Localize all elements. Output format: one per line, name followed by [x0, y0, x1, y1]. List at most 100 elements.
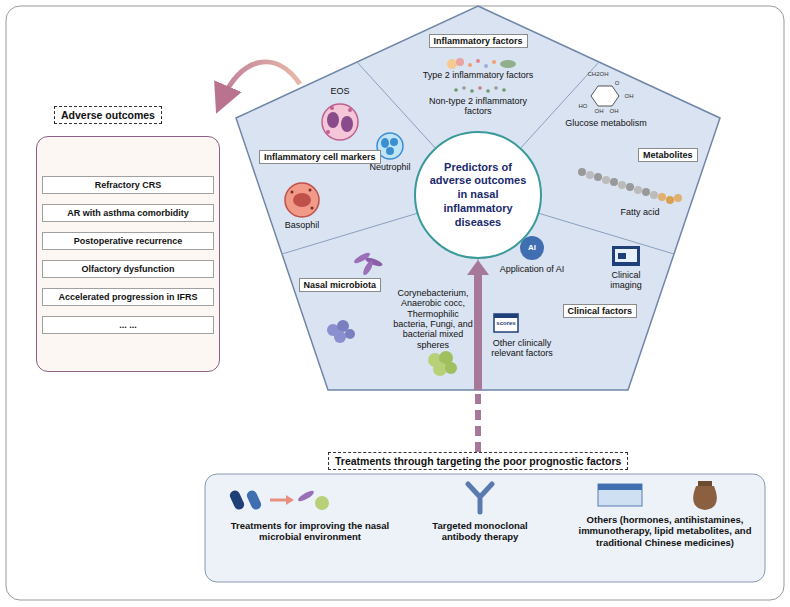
microbe-icons: [433, 362, 447, 376]
medicine-icons: [598, 484, 642, 490]
medicine-icons: [698, 481, 712, 486]
outcome-item: Accelerated progression in IFRS: [42, 288, 214, 306]
treatment-text: Others (hormones, antihistamines, immuno…: [570, 514, 760, 548]
neutrophil-icon: [377, 133, 403, 159]
treatment-text: Treatments for improving the nasal micro…: [225, 520, 395, 543]
outcome-item: AR with asthma comorbidity: [42, 204, 214, 222]
pill-icons: [315, 496, 329, 510]
neutrophil-icon: [377, 133, 403, 159]
fatty-acid-chain: [594, 173, 602, 181]
antibody-icon: [468, 484, 492, 512]
nontype2-factor-dots: [454, 88, 458, 92]
text-label: Other clinically relevant factors: [482, 338, 562, 359]
outcome-item: Olfactory dysfunction: [42, 260, 214, 278]
clinical-imaging-icon: [615, 249, 637, 262]
section-label-box: Nasal microbiota: [299, 278, 382, 292]
treatment-group: Treatments through targeting the poor pr…: [205, 452, 765, 582]
panel-frame: [36, 136, 220, 372]
basophil-icon: [285, 183, 319, 217]
section-label-box: Inflammatory cell markers: [259, 150, 381, 164]
treatment-panel: [205, 474, 765, 582]
section-text: Inflammatory factors: [434, 36, 523, 46]
nontype2-factor-dots: [478, 86, 482, 90]
section-text: Nasal microbiota: [304, 280, 377, 290]
fatty-acid-chain: [634, 186, 642, 194]
clinical-imaging-icon: [612, 246, 640, 266]
eos-icon: [348, 108, 352, 112]
text-label: CH2OH: [583, 71, 613, 78]
microbe-icons: [345, 329, 355, 339]
fatty-acid-chain: [626, 183, 634, 191]
center-circle: Predictors of adverse outcomes in nasal …: [414, 131, 542, 259]
text-label: O: [612, 80, 622, 87]
text-label: Corynebacterium, Anaerobic cocc, Thermop…: [393, 288, 473, 350]
nontype2-factor-dots: [486, 89, 490, 93]
text-label: EOS: [320, 86, 360, 96]
fatty-acid-chain: [578, 168, 586, 176]
section-label-box: Metabolites: [638, 148, 698, 162]
fatty-acid-chain: [666, 196, 674, 204]
text-label: Clinical imaging: [596, 270, 656, 291]
fatty-acid-chain: [642, 188, 650, 196]
type2-factor-dots: [456, 58, 464, 66]
section-text: Inflammatory cell markers: [264, 152, 376, 162]
clinical-imaging-icon: [618, 253, 626, 259]
neutrophil-icon: [390, 138, 398, 146]
text-label: scores: [493, 320, 519, 327]
type2-factor-dots: [447, 58, 516, 69]
text-label: AI: [522, 243, 542, 252]
pill-icons: [228, 489, 246, 511]
circle-text: Predictors of adverse outcomes in nasal …: [428, 161, 528, 230]
scores-icon: [494, 314, 518, 332]
basophil-icon: [285, 183, 319, 217]
basophil-icon: [311, 207, 314, 210]
microbe-icons: [445, 362, 457, 374]
item-text: ... ...: [119, 320, 137, 330]
fatty-acid-chain: [658, 193, 666, 201]
type2-factor-dots: [447, 59, 457, 69]
eos-icon: [326, 130, 330, 134]
eos-icon: [330, 106, 334, 110]
item-text: Accelerated progression in IFRS: [58, 292, 197, 302]
section-label-box: Inflammatory factors: [429, 34, 528, 48]
type2-factor-dots: [468, 63, 472, 67]
item-text: AR with asthma comorbidity: [67, 208, 189, 218]
fatty-acid-chain: [674, 194, 682, 202]
clinical-imaging-icon: [612, 246, 640, 266]
basophil-icon: [309, 189, 312, 192]
text-label: Non-type 2 inflammatory factors: [428, 96, 528, 117]
nontype2-factor-dots: [470, 89, 474, 93]
nontype2-factor-dots: [494, 86, 498, 90]
text-label: Basophil: [277, 220, 327, 230]
medicine-icons: [598, 484, 642, 506]
fatty-acid-chain: [610, 178, 618, 186]
text-label: OH: [622, 93, 636, 100]
outcome-item: Refractory CRS: [42, 176, 214, 194]
pill-icons: [286, 495, 294, 505]
nontype2-factor-dots: [462, 86, 466, 90]
panel-heading: Adverse outcomes: [54, 106, 162, 124]
section-text: Clinical factors: [568, 306, 633, 316]
text-label: Fatty acid: [610, 207, 670, 217]
item-text: Refractory CRS: [95, 180, 162, 190]
eos-icon: [322, 104, 358, 140]
basophil-icon: [293, 193, 311, 207]
type2-factor-dots: [484, 64, 488, 68]
type2-factor-dots: [492, 60, 496, 64]
eos-icon: [327, 112, 339, 128]
predictor-pentagon: [236, 6, 720, 390]
treatment-text: Targeted monoclonal antibody therapy: [415, 520, 545, 543]
text-label: OH: [592, 108, 606, 115]
sector-divider: [282, 62, 674, 390]
panel-heading: Treatments through targeting the poor pr…: [328, 452, 628, 470]
text-label: Application of AI: [497, 264, 567, 274]
item-text: Postoperative recurrence: [74, 236, 183, 246]
scores-icon: [494, 314, 518, 332]
eos-icon: [341, 116, 353, 132]
microbe-icons: [334, 331, 346, 343]
text-label: Glucose metabolism: [556, 118, 656, 128]
nontype2-factor-dots: [454, 86, 506, 93]
type2-factor-dots: [476, 59, 480, 63]
page-border: [6, 6, 784, 600]
connector-dashed: [475, 390, 481, 452]
